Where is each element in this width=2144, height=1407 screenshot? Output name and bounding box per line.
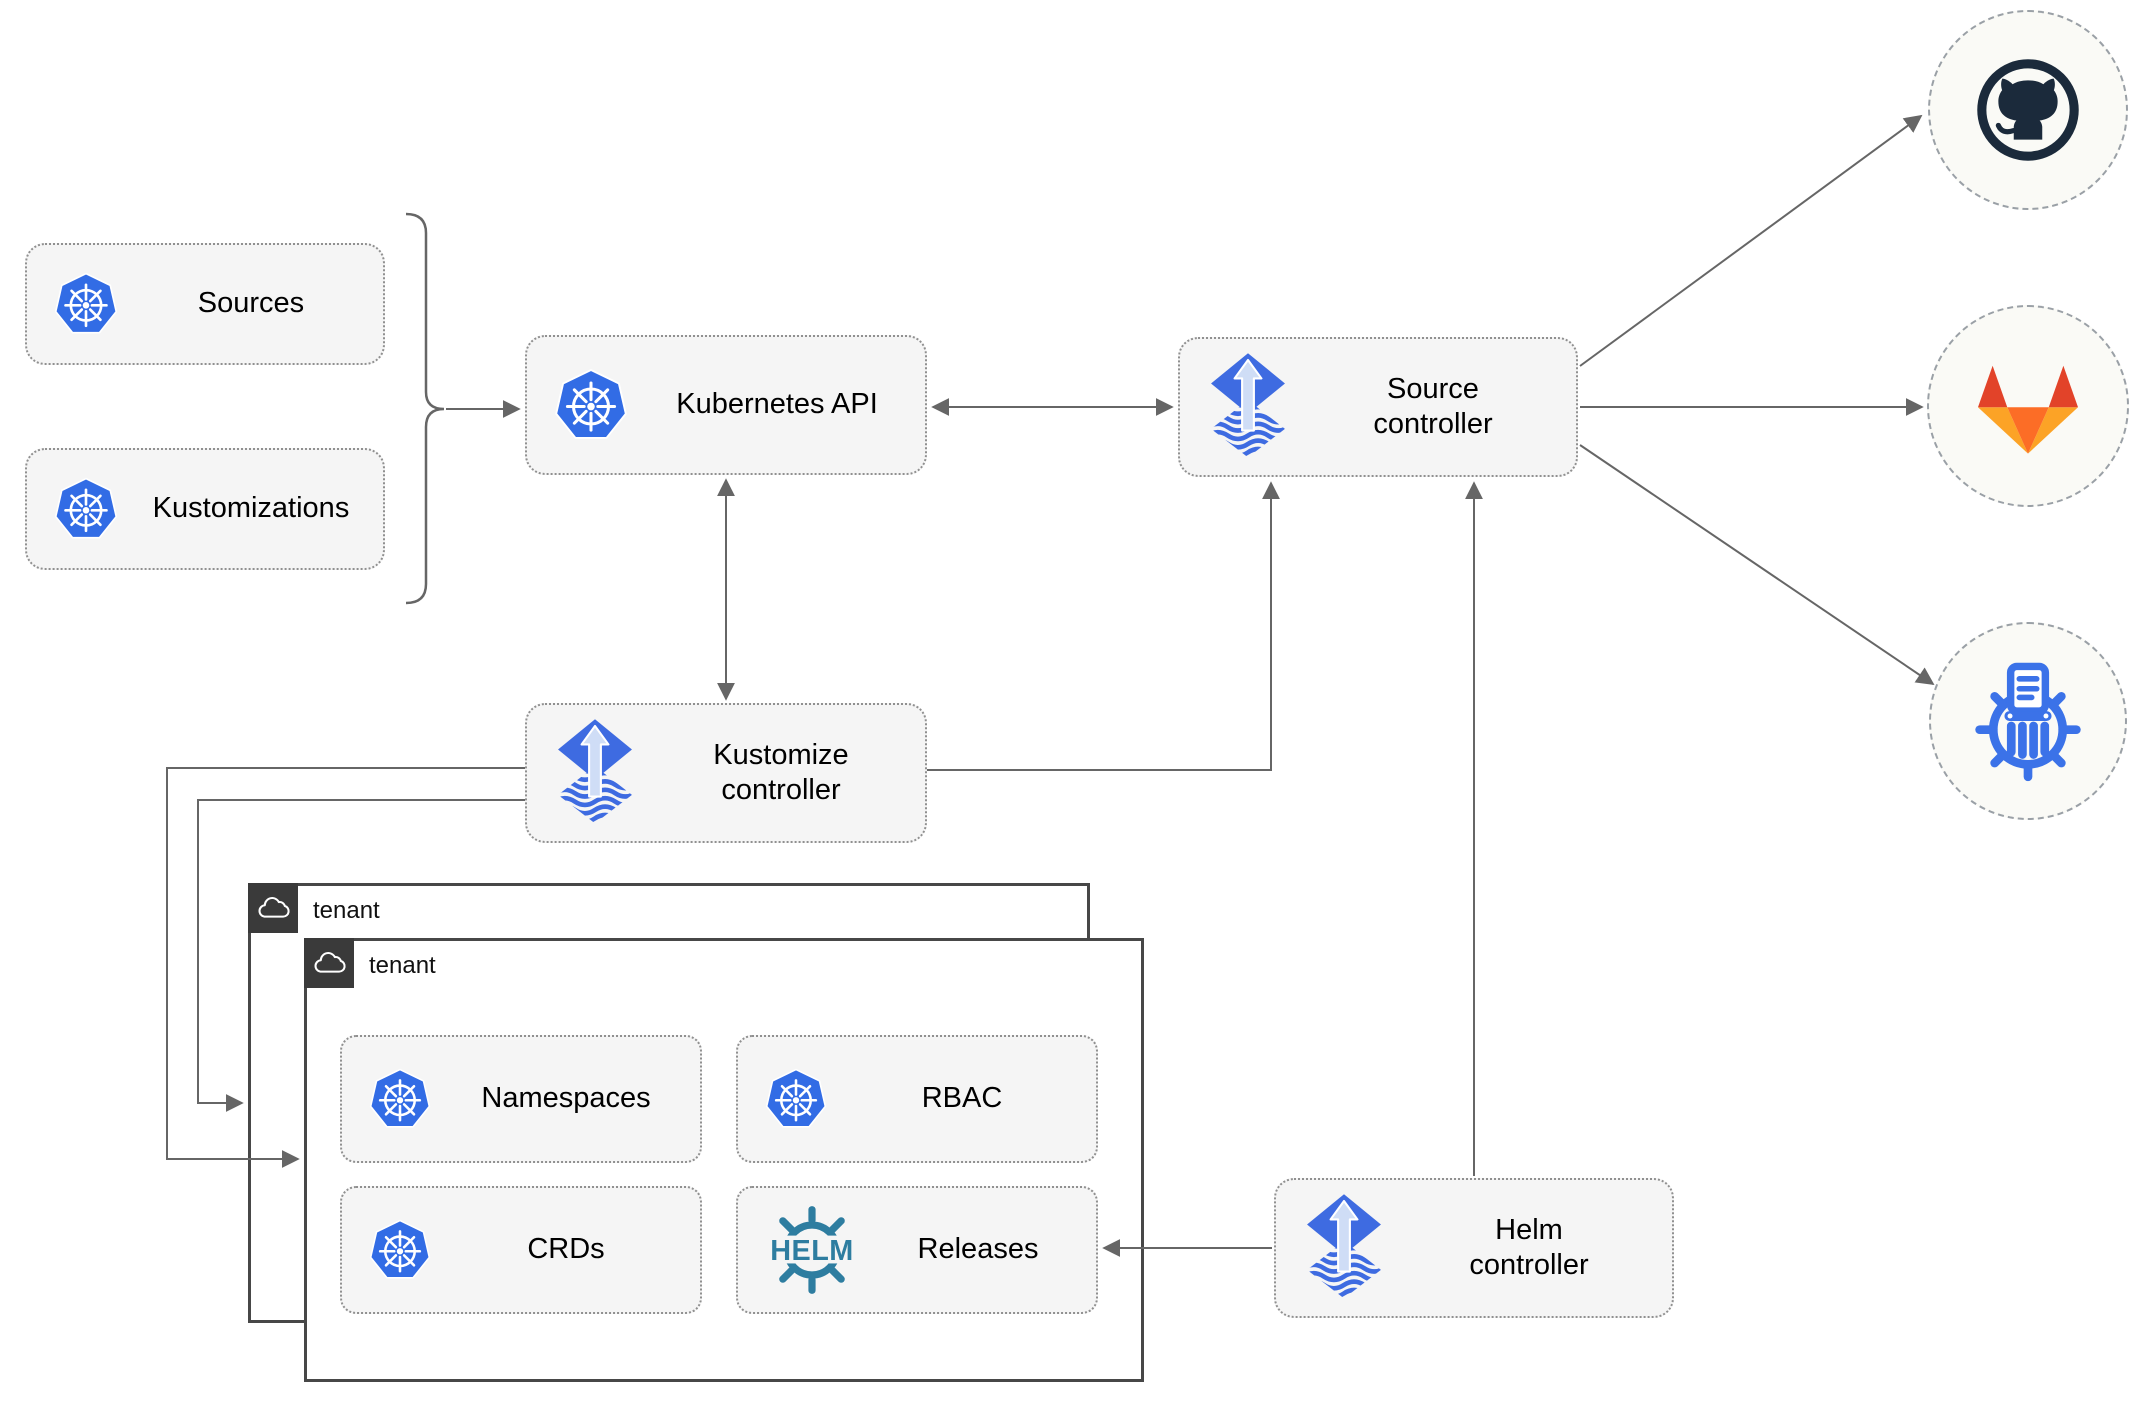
- node-label: Namespaces: [481, 1082, 651, 1115]
- gitlab-icon: [1977, 365, 2079, 454]
- node-label: Helm controller: [1469, 1213, 1589, 1281]
- node-kustomize-controller: Kustomize controller: [525, 703, 927, 843]
- flux-icon: [1211, 353, 1285, 458]
- node-sources: Sources: [25, 243, 385, 365]
- cloud-icon: [258, 897, 290, 918]
- arrow-source-to-github: [1579, 114, 1923, 367]
- helm-wheel-icon: HELM: [764, 1206, 860, 1294]
- kubernetes-icon: [54, 477, 118, 539]
- node-rbac: RBAC: [736, 1035, 1098, 1163]
- node-label: Kubernetes API: [676, 388, 878, 421]
- cloud-icon: [314, 952, 346, 973]
- node-label: Kustomize controller: [713, 738, 849, 806]
- kubernetes-icon: [555, 368, 627, 439]
- arrow-source-to-chart-repository: [1579, 444, 1935, 686]
- github-icon: [1977, 59, 2079, 161]
- node-source-controller: Source controller: [1178, 337, 1578, 477]
- node-kustomizations: Kustomizations: [25, 448, 385, 570]
- node-namespaces: Namespaces: [340, 1035, 702, 1163]
- node-helm-controller: Helm controller: [1274, 1178, 1674, 1318]
- tenant-label: tenant: [369, 952, 436, 979]
- endpoint-github: [1928, 10, 2128, 210]
- node-label: CRDs: [527, 1233, 605, 1266]
- flux-icon: [558, 719, 632, 824]
- node-label: Sources: [197, 287, 305, 320]
- kubernetes-icon: [369, 1068, 431, 1128]
- tenant-tab: [304, 938, 354, 988]
- node-label: RBAC: [921, 1082, 1003, 1115]
- kubernetes-icon: [765, 1068, 827, 1128]
- flux-icon: [1307, 1194, 1381, 1299]
- tenant-label: tenant: [313, 897, 380, 924]
- node-releases: HELM Releases: [736, 1186, 1098, 1314]
- brace-sources-group: [405, 212, 445, 605]
- chartmuseum-icon: [1975, 662, 2081, 782]
- arrow-kustomize-to-source-controller: [927, 481, 1280, 771]
- helm-logo-text: HELM: [770, 1235, 854, 1267]
- kubernetes-icon: [54, 272, 118, 334]
- node-label: Kustomizations: [152, 492, 350, 525]
- node-label: Releases: [917, 1233, 1039, 1266]
- node-kubernetes-api: Kubernetes API: [525, 335, 927, 475]
- node-crds: CRDs: [340, 1186, 702, 1314]
- tenant-tab: [248, 883, 298, 933]
- kubernetes-icon: [369, 1219, 431, 1279]
- endpoint-chart-repository: [1929, 622, 2127, 820]
- node-label: Source controller: [1373, 372, 1493, 440]
- endpoint-gitlab: [1927, 305, 2129, 507]
